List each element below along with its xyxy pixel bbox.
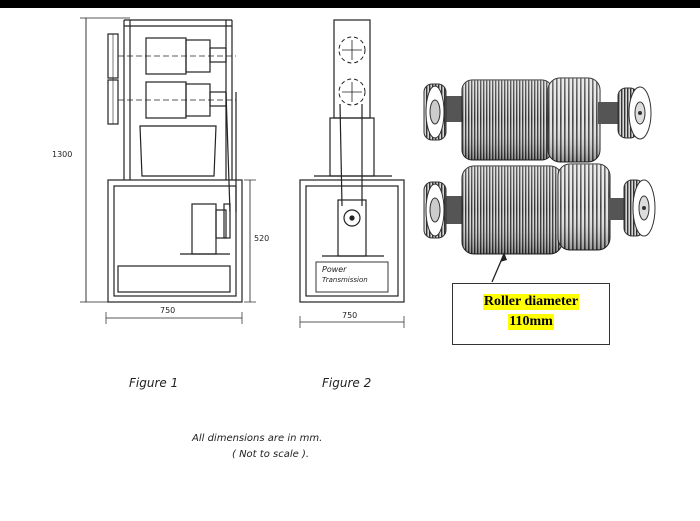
roller-assembly-image	[423, 77, 656, 283]
lower-roller	[423, 163, 656, 255]
figure-2-drawing	[299, 19, 405, 328]
roller-diameter-callout: Roller diameter 110mm	[452, 283, 610, 345]
figure-2-caption: Figure 2	[322, 376, 372, 390]
power-label: Power	[322, 265, 347, 274]
dimension-750-fig2: 750	[342, 311, 358, 320]
dimension-note: All dimensions are in mm.	[192, 433, 323, 444]
scale-note: ( Not to scale ).	[232, 449, 310, 460]
top-border	[0, 0, 700, 8]
dimension-520: 520	[254, 234, 270, 243]
upper-roller	[423, 77, 652, 163]
figure-1-caption: Figure 1	[129, 376, 179, 390]
transmission-label: Transmission	[322, 276, 368, 284]
figure-1-drawing	[80, 17, 256, 324]
callout-line-1: Roller diameter	[482, 294, 580, 310]
dimension-750-fig1: 750	[160, 306, 176, 315]
dimension-1300: 1300	[52, 150, 73, 159]
callout-line-2: 110mm	[508, 314, 554, 330]
